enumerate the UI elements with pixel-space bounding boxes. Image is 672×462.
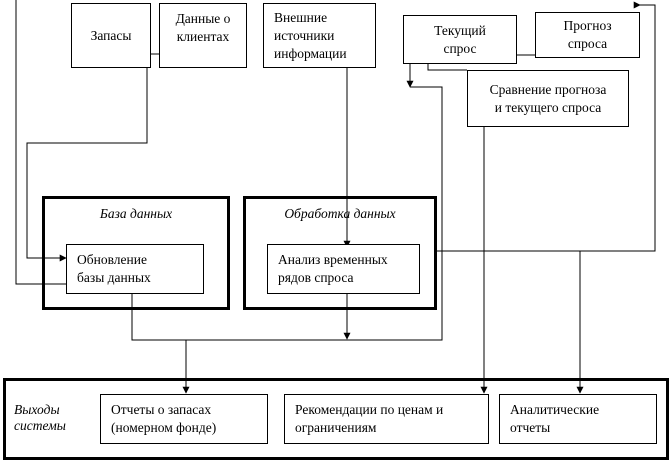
current-demand-box: Текущий спрос (403, 15, 517, 64)
current-demand-label: Текущий спрос (434, 22, 486, 56)
database-group (42, 196, 230, 310)
processing-group-title: Обработка данных (284, 206, 396, 221)
inventory-reports-box: Отчеты о запасах (номерном фонде) (100, 394, 268, 444)
external-sources-label: Внешние источники информации (274, 9, 347, 61)
outputs-title: Выходы системы (14, 402, 66, 433)
line-db-down (131, 86, 443, 341)
processing-group (243, 196, 437, 310)
analytic-reports-label: Аналитические отчеты (510, 402, 600, 435)
external-sources-box: Внешние источники информации (263, 3, 376, 68)
line-inventory-to-update (26, 67, 148, 262)
demand-forecast-label: Прогноз спроса (563, 18, 612, 51)
inventory-label: Запасы (90, 27, 132, 43)
db-update-label: Обновление базы данных (77, 252, 151, 285)
outputs-group (3, 378, 669, 460)
time-series-label: Анализ временных рядов спроса (278, 252, 388, 285)
inventory-reports-label: Отчеты о запасах (номерном фонде) (111, 402, 217, 435)
analytic-reports-box: Аналитические отчеты (499, 394, 657, 444)
client-data-label: Данные о клиентах (175, 11, 231, 44)
inventory-box: Запасы (71, 3, 151, 68)
time-series-box: Анализ временных рядов спроса (267, 244, 420, 294)
line-outer-left (15, 0, 66, 285)
database-group-title: База данных (99, 206, 173, 221)
db-update-box: Обновление базы данных (66, 244, 204, 294)
demand-forecast-box: Прогноз спроса (535, 12, 640, 58)
client-data-box: Данные о клиентах (159, 3, 247, 68)
line-right-loop (437, 4, 656, 252)
recommendations-label: Рекомендации по ценам и ограничениям (295, 402, 444, 435)
comparison-box: Сравнение прогноза и текущего спроса (467, 70, 629, 127)
recommendations-box: Рекомендации по ценам и ограничениям (284, 394, 489, 444)
comparison-label: Сравнение прогноза и текущего спроса (489, 81, 607, 115)
